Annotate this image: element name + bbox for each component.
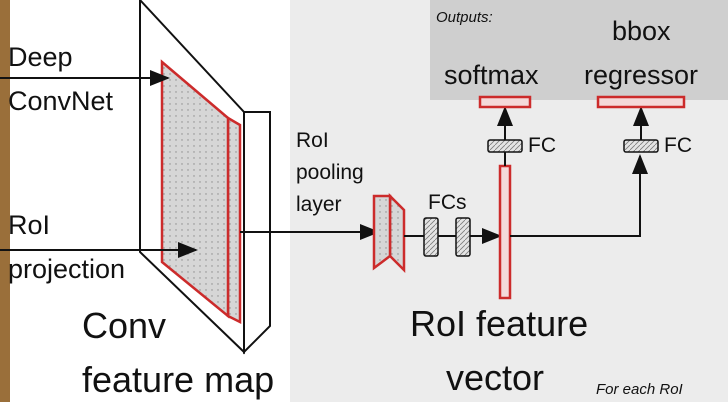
softmax-output-bar xyxy=(478,95,532,109)
conv-label: Conv xyxy=(82,305,167,346)
vector-label: vector xyxy=(446,357,545,398)
fc-left-block xyxy=(487,139,523,153)
feature-map-label: feature map xyxy=(82,359,275,400)
image-strip-left xyxy=(0,0,10,402)
fcs-label: FCs xyxy=(428,191,467,214)
for-each-roi-label: For each RoI xyxy=(596,381,683,398)
roi-label: RoI xyxy=(8,210,51,240)
roi-pooling-label-line2: pooling xyxy=(296,161,364,184)
outputs-panel xyxy=(430,0,728,100)
fc-right-label: FC xyxy=(664,134,692,157)
roi-feature-label: RoI feature xyxy=(410,303,589,344)
projection-label: projection xyxy=(8,254,126,284)
roi-pooling-label-line3: layer xyxy=(296,193,342,216)
roi-pooling-block-side xyxy=(388,192,406,274)
regressor-label: regressor xyxy=(584,60,699,90)
roi-feature-vector xyxy=(498,164,512,300)
bbox-label: bbox xyxy=(612,16,671,46)
bbox-regressor-output-bar xyxy=(596,95,686,109)
fc-left-label: FC xyxy=(528,134,556,157)
roi-pooling-label-line1: RoI xyxy=(296,129,329,152)
deep-label: Deep xyxy=(8,42,73,72)
convnet-label: ConvNet xyxy=(8,86,114,116)
outputs-label: Outputs: xyxy=(436,9,493,26)
roi-pooling-block-front xyxy=(372,194,392,271)
fc-block-2 xyxy=(455,217,471,257)
fc-block-1 xyxy=(423,217,439,257)
roi-region-side xyxy=(226,115,242,325)
fc-right-block xyxy=(623,139,659,153)
softmax-label: softmax xyxy=(444,60,539,90)
